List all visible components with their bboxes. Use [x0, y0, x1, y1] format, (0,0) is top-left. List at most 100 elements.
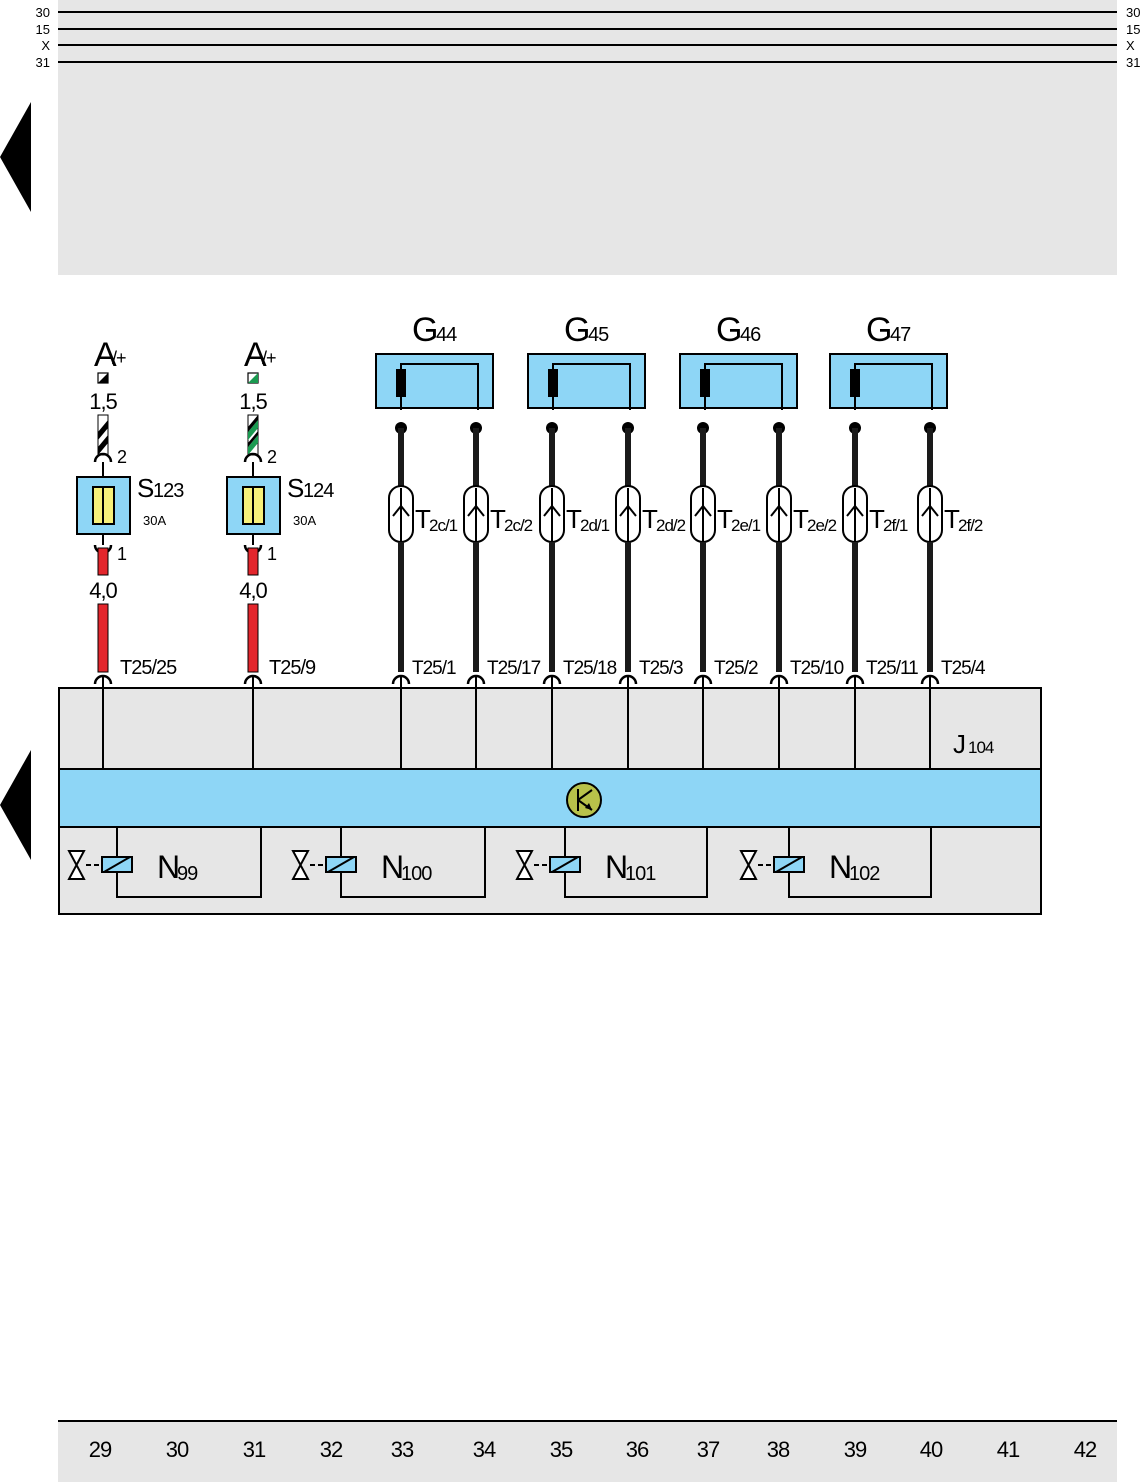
sensor-coil: [850, 369, 860, 397]
sensor-coil: [396, 369, 406, 397]
fuse-gauge-top: 1,5: [239, 389, 267, 414]
connector-pin-label: T25/17: [487, 658, 541, 679]
fuse-wire-red: [247, 603, 259, 673]
track-number: 37: [697, 1437, 720, 1462]
page-arrow-icon-bottom: [0, 750, 31, 860]
fuse-number: 124: [303, 480, 334, 502]
connector-sub: 2f/2: [958, 516, 983, 535]
valve-name: N: [829, 849, 850, 885]
fuse-gauge-bottom: 4,0: [89, 578, 117, 603]
valve-name: N: [605, 849, 626, 885]
rail-label-31-left: 31: [36, 55, 50, 70]
connector-pin-label: T25/25: [120, 657, 177, 679]
sensor-coil: [700, 369, 710, 397]
connector-pin-label: T25/11: [866, 658, 918, 679]
connector-pin-label: T25/4: [941, 658, 986, 679]
track-number: 33: [391, 1437, 414, 1462]
sensor-body: [829, 353, 948, 409]
connector-pin-label: T25/3: [639, 658, 683, 679]
connector-pin-label: T25/2: [714, 658, 758, 679]
transistor-icon: [566, 782, 602, 818]
valve-n99: N99: [67, 827, 262, 898]
sensor-body: [375, 353, 494, 409]
track-bar: [58, 1421, 1117, 1482]
fuse-wire-red: [97, 547, 109, 576]
valve-number: 102: [849, 863, 880, 885]
sensor-body: [527, 353, 646, 409]
track-number: 29: [89, 1437, 112, 1462]
power-rails: 30 15 X 31 30 15 X 31: [36, 5, 1141, 70]
page-arrow-icon-top: [0, 102, 31, 212]
fuse-pin-top: 2: [117, 447, 127, 467]
fuse-pin-top: 2: [267, 447, 277, 467]
sensor-name: G: [412, 311, 436, 349]
track-number: 35: [550, 1437, 573, 1462]
fuse-rating: 30A: [293, 513, 316, 528]
fuse-supply-sub: /+: [262, 348, 276, 368]
sensor-name: G: [564, 311, 588, 349]
wire-color-stripe: [248, 373, 258, 383]
track-number: 32: [320, 1437, 343, 1462]
control-unit-name: J: [953, 729, 965, 759]
connector-label: T: [869, 504, 885, 534]
fuse-wire-red: [247, 547, 259, 576]
fuse-group: A /+ 1,5 2 S 123 30A 1 4,0 T25/25: [76, 336, 335, 679]
connector-sub: 2f/1: [883, 516, 908, 535]
sensor-name: G: [866, 311, 890, 349]
valve-number: 101: [625, 863, 656, 885]
fuse-supply-sub: /+: [112, 348, 126, 368]
fuse-gauge-bottom: 4,0: [239, 578, 267, 603]
connector-pin-label: T25/9: [269, 657, 316, 679]
fuse-wire-red: [97, 603, 109, 673]
connector-label: T: [490, 504, 506, 534]
connector-sub: 2e/1: [731, 516, 761, 535]
top-panel: [58, 0, 1117, 275]
valve-icon: [67, 850, 86, 880]
track-number: 36: [626, 1437, 649, 1462]
connector-sub: 2c/1: [429, 516, 458, 535]
rail-label-30-left: 30: [36, 5, 50, 20]
connector-pin-label: T25/1: [412, 658, 456, 679]
sensor-number: 45: [588, 324, 609, 346]
track-number: 30: [166, 1437, 189, 1462]
valve-number: 99: [177, 863, 198, 885]
fuse-s124: A /+ 1,5 2 S 124 30A 1 4,0 T25/9: [226, 336, 335, 679]
connector-label: T: [944, 504, 960, 534]
fuse-s123: A /+ 1,5 2 S 123 30A 1 4,0 T25/25: [76, 336, 185, 679]
control-unit-band: [58, 768, 1042, 828]
fuse-rating: 30A: [143, 513, 166, 528]
connector-sub: 2d/2: [656, 516, 686, 535]
fuse-name: S: [137, 473, 154, 503]
track-number: 38: [767, 1437, 790, 1462]
valve-icon: [515, 850, 534, 880]
sensor-number: 44: [436, 324, 457, 346]
sensor-name: G: [716, 311, 740, 349]
fuse-pin-bottom: 1: [117, 544, 127, 564]
rail-label-15-right: 15: [1126, 22, 1140, 37]
track-number: 40: [920, 1437, 943, 1462]
valve-icon: [739, 850, 758, 880]
valve-name: N: [157, 849, 178, 885]
track-number: 41: [997, 1437, 1020, 1462]
fuse-number: 123: [153, 480, 184, 502]
connector-label: T: [793, 504, 809, 534]
valve-name: N: [381, 849, 402, 885]
fuse-name: S: [287, 473, 304, 503]
connector-sub: 2d/1: [580, 516, 610, 535]
